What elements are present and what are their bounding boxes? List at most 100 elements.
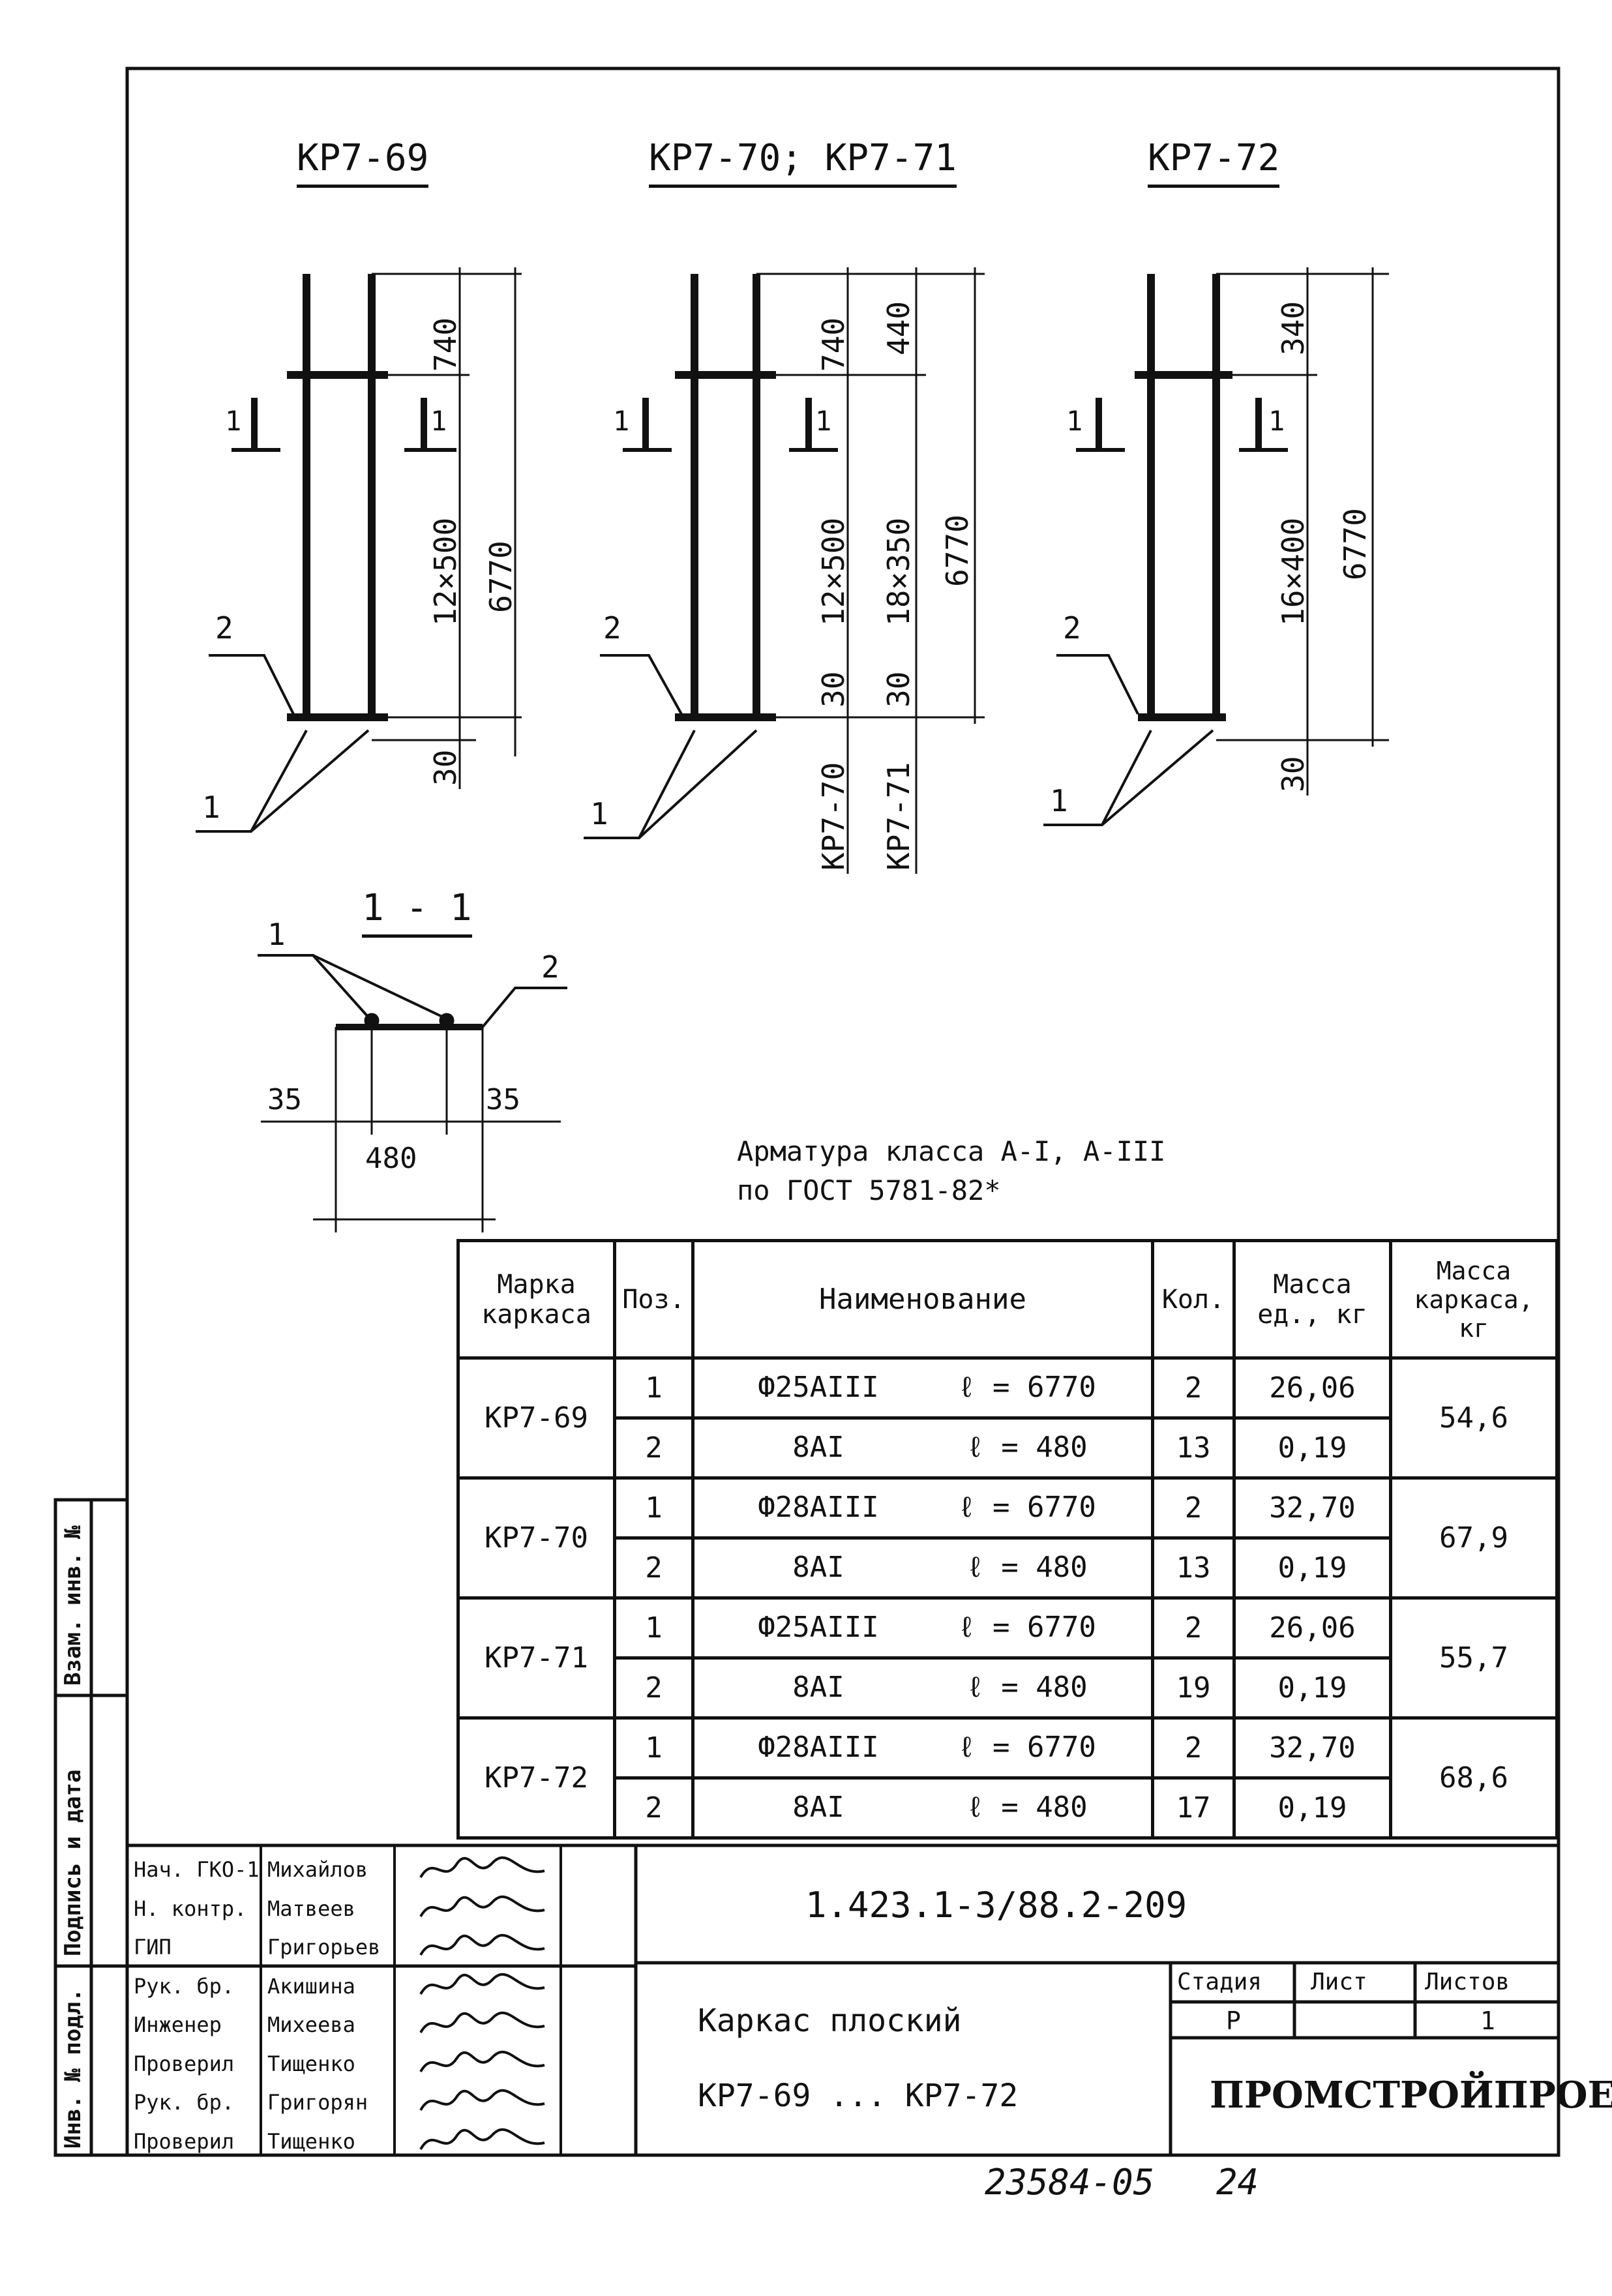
document-code: 1.423.1-3/88.2-209	[805, 1885, 1187, 1926]
section-mark-kr72-right: 1	[1268, 405, 1285, 437]
person-role: Проверил	[134, 2128, 235, 2154]
signature-scribble	[419, 2128, 545, 2150]
cell-qty: 13	[1151, 1536, 1236, 1600]
item-length: ℓ = 480	[966, 1430, 1088, 1464]
stage-label: Стадия	[1177, 1969, 1262, 1995]
page-number: 24	[1216, 2162, 1259, 2203]
cell-unit-mass: 26,06	[1232, 1596, 1392, 1660]
item-length: ℓ = 480	[966, 1790, 1088, 1824]
dim-kr72-mid: 16×400	[1276, 517, 1311, 626]
dim-kr70-top: 740	[816, 317, 851, 372]
signature-scribble	[419, 2011, 545, 2034]
cell-item: 8АI ℓ = 480	[691, 1536, 1154, 1600]
dim-kr70-71-total: 6770	[940, 514, 975, 587]
organization-logo: ПРОМСТРОЙПРОЕКТ	[1210, 2074, 1612, 2117]
side-stamp-replacement: Взам. инв. №	[60, 1525, 86, 1686]
cell-unit-mass: 0,19	[1232, 1656, 1392, 1720]
title-block-geometry	[127, 1843, 1559, 2155]
sheet-label: Лист	[1311, 1969, 1367, 1995]
person-name: Тищенко	[267, 2128, 355, 2154]
signature-scribble	[419, 2050, 545, 2072]
cell-unit-mass: 32,70	[1232, 1716, 1392, 1780]
item-length: ℓ = 480	[966, 1550, 1088, 1584]
side-stamp-inventory: Инв. № подл.	[60, 1988, 86, 2149]
title-block-person-row: Проверил Тищенко	[134, 2121, 577, 2160]
cell-pos: 2	[613, 1536, 694, 1600]
item-length: ℓ = 6770	[958, 1490, 1096, 1524]
person-role: ГИП	[134, 1935, 172, 1960]
cell-item: 8АI ℓ = 480	[691, 1776, 1154, 1840]
cell-pos: 1	[613, 1476, 694, 1540]
rod-label-kr70-1: 1	[590, 796, 608, 831]
item-mark: Ф25АIII	[758, 1370, 879, 1404]
cell-qty: 19	[1151, 1656, 1236, 1720]
dim-kr72-bottom: 30	[1276, 756, 1311, 792]
header-qty: Кол.	[1151, 1239, 1236, 1360]
person-role: Н. контр.	[134, 1896, 247, 1921]
title-block-person-row: Рук. бр. Акишина	[134, 1966, 577, 2005]
frame-title-kr69: КР7-69	[297, 140, 429, 188]
item-mark: 8АI	[792, 1550, 844, 1584]
person-role: Проверил	[134, 2051, 235, 2076]
person-name: Матвеев	[267, 1896, 355, 1921]
cell-pos: 2	[613, 1416, 694, 1480]
cell-frame-mass: 68,6	[1389, 1716, 1559, 1840]
cell-qty: 17	[1151, 1776, 1236, 1840]
rod-label-kr72-2: 2	[1063, 610, 1081, 646]
person-name: Михайлов	[267, 1857, 368, 1882]
item-mark: 8АI	[792, 1790, 844, 1824]
signature-scribble	[419, 1895, 545, 1917]
cell-item: 8АI ℓ = 480	[691, 1416, 1154, 1480]
variant-kr71: КР7-71	[881, 762, 916, 871]
frame-kr72-geometry	[1043, 267, 1389, 826]
rod-label-kr69-2: 2	[215, 610, 233, 646]
side-stamp-geometry	[53, 1498, 129, 2157]
person-name: Тищенко	[267, 2051, 355, 2076]
dim-kr69-mid: 12×500	[428, 517, 463, 626]
item-mark: Ф28АIII	[758, 1490, 879, 1524]
cell-frame-mass: 54,6	[1389, 1356, 1559, 1480]
drawing-name-line1: Каркас плоский	[698, 2003, 962, 2039]
archive-number: 23584-05	[985, 2162, 1155, 2203]
title-block-person-row: Н. контр. Матвеев	[134, 1888, 577, 1928]
title-block-person-row: Рук. бр.Григорян	[134, 2082, 577, 2121]
cell-pos: 2	[613, 1776, 694, 1840]
person-role: Инженер	[134, 2012, 222, 2037]
header-mass-frame: Масса каркаса, кг	[1389, 1239, 1559, 1360]
cell-qty: 2	[1151, 1716, 1236, 1780]
item-length: ℓ = 6770	[958, 1370, 1096, 1404]
stage-value: Р	[1226, 2006, 1241, 2035]
cell-qty: 13	[1151, 1416, 1236, 1480]
header-mass-unit: Масса ед., кг	[1232, 1239, 1392, 1360]
drawing-name-line2: КР7-69 ... КР7-72	[698, 2078, 1019, 2114]
header-name: Наименование	[691, 1239, 1154, 1360]
section-mark-kr72-left: 1	[1066, 405, 1083, 437]
person-name: Акишина	[267, 1973, 355, 1999]
person-role: Нач. ГКО-1	[134, 1857, 260, 1882]
item-length: ℓ = 6770	[958, 1610, 1096, 1644]
cell-frame-mass: 55,7	[1389, 1596, 1559, 1720]
person-role: Рук. бр.	[134, 2090, 235, 2115]
cell-item: Ф28АIII ℓ = 6770	[691, 1476, 1154, 1540]
cell-item: Ф25АIII ℓ = 6770	[691, 1356, 1154, 1420]
item-mark: 8АI	[792, 1430, 844, 1464]
person-role: Рук. бр.	[134, 1973, 235, 1999]
rod-label-kr72-1: 1	[1050, 783, 1068, 818]
dim-kr72-top: 340	[1276, 301, 1311, 355]
cell-pos: 1	[613, 1356, 694, 1420]
title-block-person-row: Нач. ГКО-1 Михайлов	[134, 1849, 577, 1888]
frame-kr69-geometry	[196, 267, 522, 833]
dim-kr70-bottom: 30	[816, 671, 851, 708]
rod-label-kr70-2: 2	[603, 610, 621, 646]
item-length: ℓ = 480	[966, 1670, 1088, 1704]
section-mark-kr69-right: 1	[430, 405, 447, 437]
cell-mark: КР7-71	[456, 1596, 616, 1720]
note-reinforcement-class: Арматура класса А-I, А-III	[737, 1135, 1166, 1167]
dim-kr71-bottom: 30	[881, 671, 916, 708]
